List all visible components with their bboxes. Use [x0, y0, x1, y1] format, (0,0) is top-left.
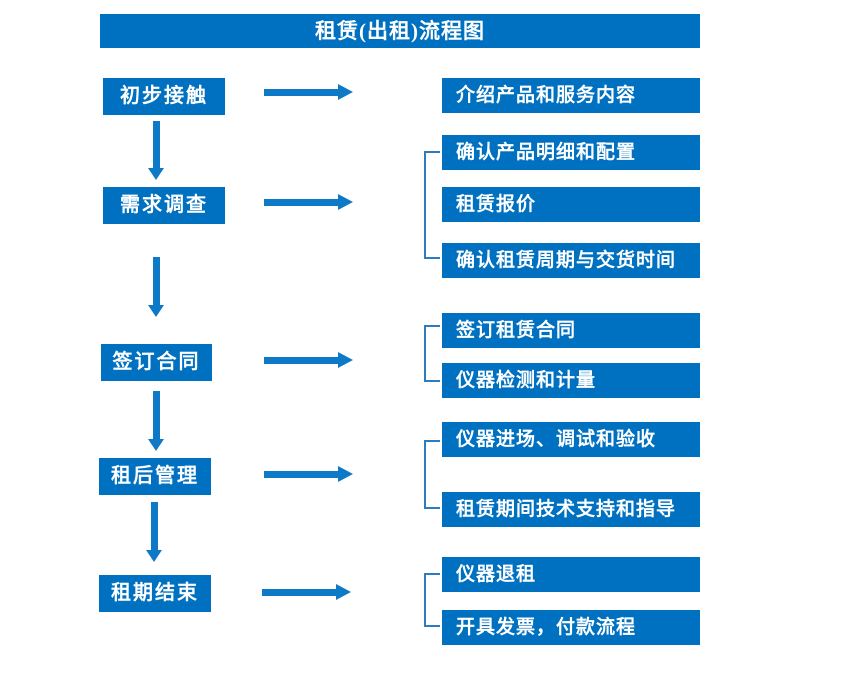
group-bracket — [424, 325, 440, 382]
detail-box-instrument-setup: 仪器进场、调试和验收 — [442, 422, 700, 457]
right-arrow-icon — [262, 584, 351, 601]
detail-box-instrument-return: 仪器退租 — [442, 557, 700, 592]
group-bracket — [424, 573, 440, 627]
detail-box-sign-rental-contract: 签订租赁合同 — [442, 313, 700, 348]
down-arrow-icon — [148, 121, 165, 180]
detail-box-invoice-payment: 开具发票，付款流程 — [442, 610, 700, 645]
step-box-post-rental-mgmt: 租后管理 — [99, 458, 211, 495]
detail-box-confirm-period-delivery: 确认租赁周期与交货时间 — [442, 243, 700, 278]
right-arrow-icon — [264, 352, 353, 369]
down-arrow-icon — [148, 257, 165, 317]
down-arrow-icon — [148, 391, 165, 451]
detail-box-tech-support: 租赁期间技术支持和指导 — [442, 492, 700, 527]
flowchart-title: 租赁(出租)流程图 — [100, 14, 700, 48]
step-box-sign-contract: 签订合同 — [101, 344, 212, 381]
right-arrow-icon — [264, 194, 353, 211]
detail-box-confirm-product-config: 确认产品明细和配置 — [442, 135, 700, 170]
detail-box-instrument-testing: 仪器检测和计量 — [442, 363, 700, 398]
step-box-rental-end: 租期结束 — [99, 575, 211, 612]
down-arrow-icon — [146, 502, 163, 562]
detail-box-introduce-products: 介绍产品和服务内容 — [442, 78, 700, 113]
step-box-initial-contact: 初步接触 — [103, 78, 225, 115]
right-arrow-icon — [264, 466, 353, 483]
group-bracket — [424, 151, 440, 259]
step-box-demand-survey: 需求调查 — [103, 187, 225, 224]
right-arrow-icon — [264, 84, 353, 101]
group-bracket — [424, 440, 440, 509]
detail-box-rental-quote: 租赁报价 — [442, 187, 700, 222]
